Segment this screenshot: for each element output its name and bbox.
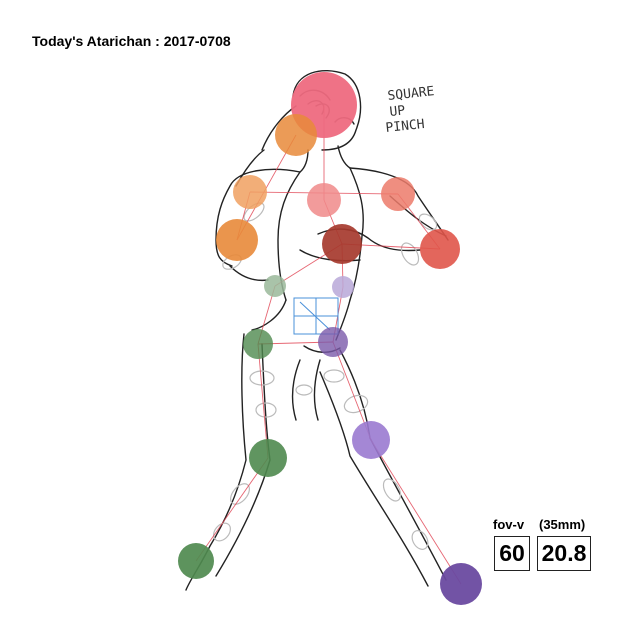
left-knee-joint <box>352 421 390 459</box>
right-waist-joint <box>264 275 286 297</box>
right-elbow-joint <box>216 219 258 261</box>
guide-ellipses <box>213 202 438 550</box>
annotation-line-2: UP <box>389 103 406 120</box>
fov-value: 60 <box>494 536 530 571</box>
annotation-line-1: SQUARE <box>387 84 435 104</box>
fov-label: fov-v <box>493 517 525 532</box>
joint-markers <box>178 72 482 605</box>
chest-center-joint <box>322 224 362 264</box>
right-foot-joint <box>178 543 214 579</box>
annotation-line-3: PINCH <box>385 117 425 136</box>
right-shoulder-joint <box>233 175 267 209</box>
page-title: Today's Atarichan : 2017-0708 <box>32 33 231 49</box>
left-waist-joint <box>332 276 354 298</box>
body-sketch <box>185 70 449 591</box>
left-hip-joint <box>318 327 348 357</box>
chest-joint <box>307 183 341 217</box>
left-hand-joint <box>420 229 460 269</box>
lens-label: (35mm) <box>539 517 586 532</box>
right-hip-joint <box>243 329 273 359</box>
lens-value: 20.8 <box>537 536 591 571</box>
pelvis-box <box>293 297 339 335</box>
right-knee-joint <box>249 439 287 477</box>
sketch-annotation: SQUARE UP PINCH <box>385 84 435 136</box>
left-foot-joint <box>440 563 482 605</box>
right-hand-joint <box>275 114 317 156</box>
left-shoulder-joint <box>381 177 415 211</box>
